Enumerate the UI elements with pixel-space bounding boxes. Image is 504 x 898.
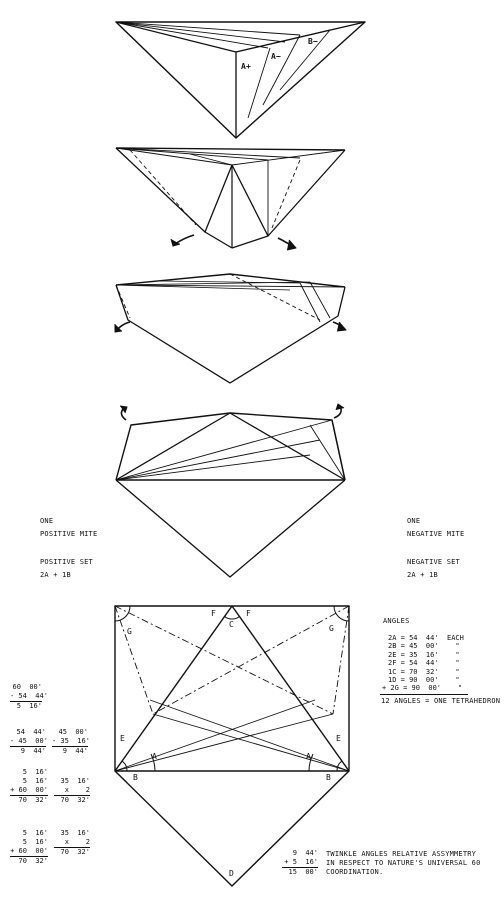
calc-result: 9 44' [20,747,46,755]
calc-result: 70 32' [60,848,90,856]
figure-3-near-flat [114,273,347,384]
angle-row: 2A = 54 44' EACH [388,634,464,642]
calc-line: - 35 16' [52,737,90,747]
calc-result: 70 32' [18,857,48,865]
angle-row: 1D = 90 00' " [388,675,460,684]
calc-block-4: 5 16' 5 16' + 60 00' 70 32' [10,768,48,805]
calc-block-3: 45 00' - 35 16' 9 44' [52,728,90,756]
negative-set-formula: 2A + 1B [407,571,438,579]
vertex-e-left: E [120,734,126,743]
angle-row: 2E = 35 16' " [388,650,460,659]
vertex-f-right: F [246,609,252,618]
angles-sum-rule [380,694,468,695]
calc-line: 5 16' [22,777,48,785]
vertex-c: C [229,620,235,629]
calc-line: + 5 16' [282,858,318,868]
calc-line: - 45 00' [10,737,48,747]
calc-line: 9 44' [292,849,318,857]
calc-line: 54 44' [16,728,46,736]
label-a-plus: A+ [241,62,252,71]
calc-line: x 2 [54,838,90,848]
calc-line: x 2 [54,786,90,796]
angles-total: 12 ANGLES = ONE TETRAHEDRON [381,697,501,705]
calc-line: + 60 00' [10,786,48,796]
figure-1-folded-mite [115,21,366,139]
vertex-g-left: G [127,627,133,636]
angle-row: 1C = 70 32' " [388,667,460,676]
calc-line: 5 16' [22,829,48,837]
calc-line: + 60 00' [10,847,48,857]
figure-5-unfolded-diagram [114,605,350,887]
positive-set-label: POSITIVE SET [40,558,93,566]
calc-result: 70 32' [18,796,48,804]
figure-2-unfolding [115,147,346,251]
note-line1: TWINKLE ANGLES RELATIVE ASSYMMETRY [326,850,477,858]
calc-line: 45 00' [58,728,88,736]
negative-title-line1: ONE [407,517,421,525]
note-line2: IN RESPECT TO NATURE'S UNIVERSAL 60 [326,859,481,867]
positive-set-formula: 2A + 1B [40,571,71,579]
calc-line: 5 16' [22,838,48,846]
vertex-e-right: E [336,734,342,743]
calc-result: 15 00' [288,868,318,876]
angle-row: 2B = 45 00' " [388,642,460,651]
calc-line: 60 00' [12,683,42,691]
calc-block-5: 35 16' x 2 70 32' [54,777,90,805]
calc-block-2: 54 44' - 45 00' 9 44' [10,728,48,756]
vertex-a-right: A [306,752,312,761]
calc-line: - 54 44' [10,692,48,702]
angle-row: + 2G = 90 00' " [382,684,463,693]
vertex-b-left: B [133,773,139,782]
label-b-minus: B− [308,37,319,46]
calc-block-6: 5 16' 5 16' + 60 00' 70 32' [10,829,48,866]
calc-line: 5 16' [22,768,48,776]
calc-result: 70 32' [60,796,90,804]
calc-block-1: 60 00' - 54 44' 5 16' [10,683,48,711]
note-line3: COORDINATION. [326,868,384,876]
label-a-minus: A− [271,52,282,61]
vertex-b-right: B [326,773,332,782]
vertex-a-left: A [152,752,158,761]
vertex-g-right: G [329,624,335,633]
calc-result: 9 44' [62,747,88,755]
vertex-f-left: F [211,609,217,618]
calc-result: 5 16' [16,702,42,710]
figure-4-lifted [115,403,346,578]
negative-title-line2: NEGATIVE MITE [407,530,465,538]
positive-title-line2: POSITIVE MITE [40,530,98,538]
angles-title: ANGLES [383,617,410,625]
calc-line: 35 16' [60,829,90,837]
vertex-d: D [229,869,235,878]
angle-row: 2F = 54 44' " [388,659,460,668]
negative-set-label: NEGATIVE SET [407,558,460,566]
positive-title-line1: ONE [40,517,54,525]
calc-line: 35 16' [60,777,90,785]
calc-block-7: 35 16' x 2 70 32' [54,829,90,857]
calc-block-8: 9 44' + 5 16' 15 00' [282,849,318,877]
